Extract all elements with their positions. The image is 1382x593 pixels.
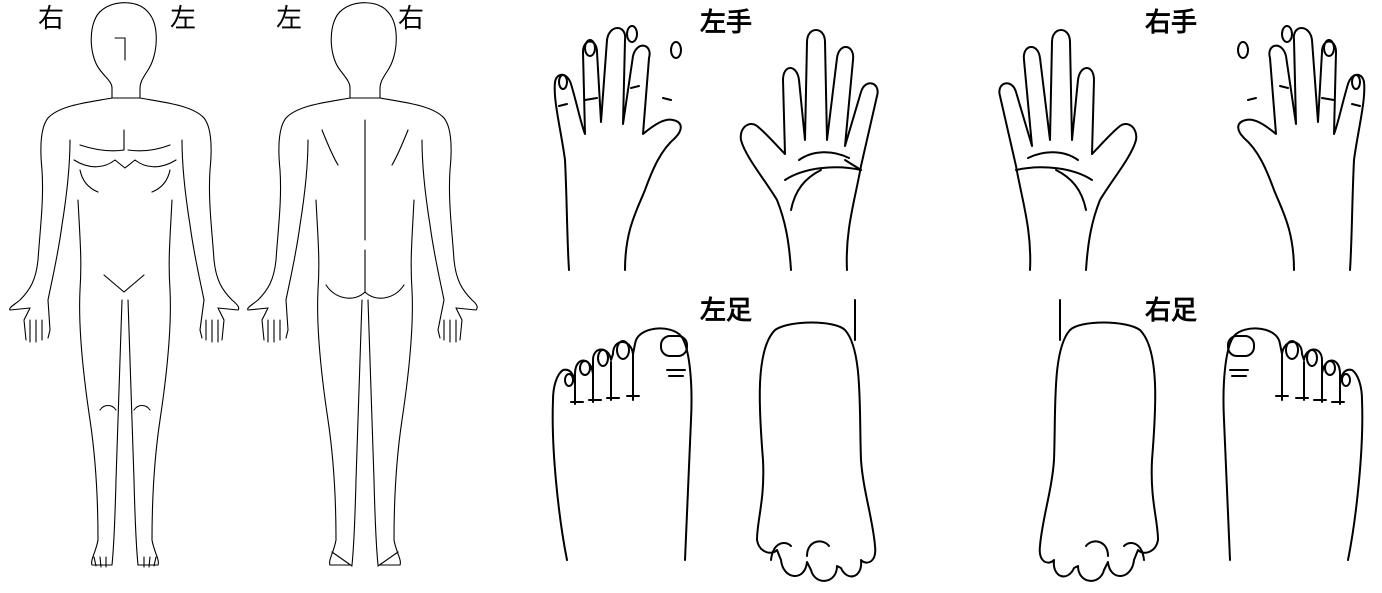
body-back-figure: 左 右 (240, 0, 480, 593)
left-hand-drawing (545, 0, 945, 290)
left-foot-panel: 左足 (545, 290, 945, 593)
front-body-outline (0, 0, 250, 593)
body-front-figure: 右 左 (0, 0, 250, 593)
right-foot-panel: 右足 (990, 290, 1380, 593)
left-foot-drawing (545, 290, 945, 593)
left-hand-panel: 左手 (545, 0, 945, 290)
right-hand-drawing (990, 0, 1380, 290)
back-body-outline (240, 0, 480, 593)
right-foot-drawing (990, 290, 1380, 593)
right-hand-panel: 右手 (990, 0, 1380, 290)
